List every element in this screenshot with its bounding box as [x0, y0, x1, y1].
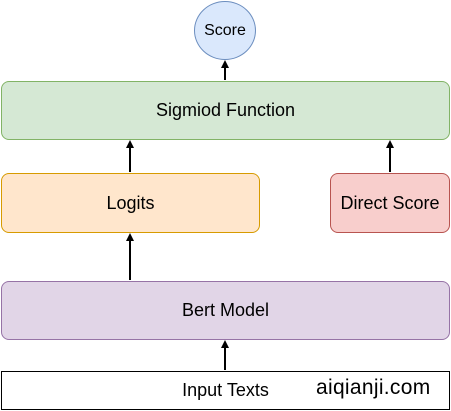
logits-label: Logits: [106, 192, 155, 213]
watermark: aiqianji.com: [316, 376, 431, 399]
score-label: Score: [204, 21, 246, 39]
bert-model-label: Bert Model: [181, 300, 270, 320]
sigmoid-function-node: Sigmiod Function: [1, 81, 450, 140]
direct-score-node: Direct Score: [330, 173, 450, 233]
sigmoid-function-label: Sigmiod Function: [155, 100, 296, 120]
logits-node: Logits: [1, 173, 260, 233]
bert-model-node: Bert Model: [1, 281, 450, 340]
input-texts-label: Input Texts: [182, 380, 269, 400]
score-node: Score: [194, 1, 256, 60]
direct-score-label: Direct Score: [340, 192, 440, 213]
input-texts-node: Input Texts: [1, 371, 450, 410]
